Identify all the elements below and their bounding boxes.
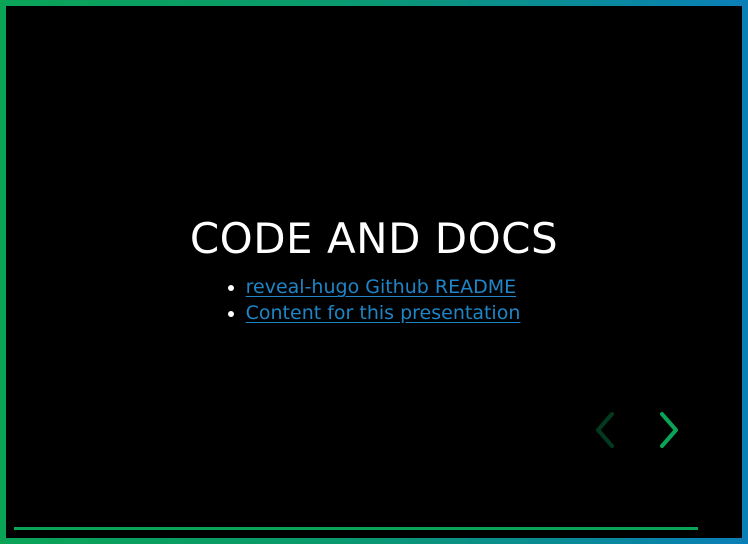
slide: CODE AND DOCS reveal-hugo Github README … [6, 6, 742, 538]
link-list: reveal-hugo Github README Content for th… [228, 274, 521, 326]
next-slide-button[interactable] [656, 410, 682, 450]
progress-fill [14, 527, 698, 530]
navigation-controls [592, 410, 682, 450]
list-item: reveal-hugo Github README [246, 274, 521, 300]
chevron-left-icon [596, 412, 614, 448]
chevron-right-icon [660, 412, 678, 448]
slide-title: CODE AND DOCS [189, 214, 559, 263]
readme-link[interactable]: reveal-hugo Github README [245, 276, 517, 299]
previous-slide-button[interactable] [592, 410, 618, 450]
list-item: Content for this presentation [246, 300, 521, 326]
presentation-content-link[interactable]: Content for this presentation [245, 302, 521, 325]
progress-bar [14, 527, 698, 530]
slide-content: CODE AND DOCS reveal-hugo Github README … [6, 214, 742, 326]
